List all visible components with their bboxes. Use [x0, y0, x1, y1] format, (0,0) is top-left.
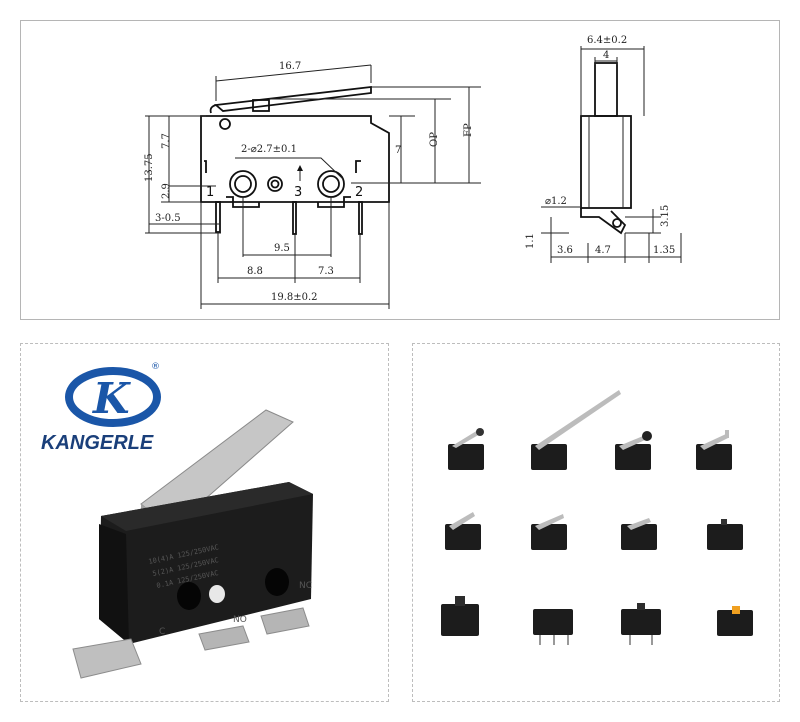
dim-side-bottom [550, 233, 682, 263]
pin-label-1: 1 [206, 185, 214, 200]
variants-grid [441, 390, 753, 645]
arrow-head [297, 165, 303, 171]
terminal-label-nc: NC [299, 581, 312, 591]
variant-extra-long-lever [531, 390, 621, 470]
lever-outline [213, 85, 372, 112]
dim-body-height-label: 7.7 [161, 133, 172, 149]
hole-center-inner [270, 179, 280, 189]
variant-long-lever [448, 428, 484, 470]
photo-hole-left [177, 582, 201, 610]
hole-leader [235, 157, 344, 180]
dim-pin-offset-label: 2.9 [161, 183, 172, 199]
variant-pcb-angled [621, 603, 661, 645]
dim-t135-label: 1.35 [653, 245, 675, 256]
variants-panel [412, 343, 780, 702]
holes-dim: 2-⌀2.7±0.1 [241, 144, 297, 155]
dim-body-height [161, 116, 201, 203]
variant-pcb-straight [533, 609, 573, 645]
dim-dia-label: ⌀1.2 [545, 196, 567, 207]
dim-fp [371, 86, 481, 184]
dimension-drawing: 1 3 2 2-⌀2.7±0.1 16.7 13.75 7.7 2.9 3-0.… [144, 35, 682, 309]
dim-pin-spacing [217, 232, 361, 283]
logo-ring [65, 367, 161, 427]
dim-t36-label: 3.6 [557, 245, 573, 256]
dim-lever-length [215, 64, 372, 101]
hole-left-inner [234, 175, 252, 193]
variant-hinge-lever [621, 518, 657, 550]
dim-overall-height-label: 13.75 [144, 153, 155, 182]
technical-drawing-panel: 1 3 2 2-⌀2.7±0.1 16.7 13.75 7.7 2.9 3-0.… [20, 20, 780, 320]
variant-short-bent-lever [696, 430, 732, 470]
registered-mark: ® [151, 362, 160, 372]
dim-lever-length-label: 16.7 [279, 61, 301, 72]
photo-terminal-nc [260, 607, 310, 635]
dim-t47-label: 4.7 [595, 245, 611, 256]
brand-name: KANGERLE [41, 432, 154, 454]
dim-seven-label: 7 [395, 145, 401, 156]
dim-pitch-outer [242, 197, 332, 257]
dim-thickness-label: 6.4±0.2 [587, 35, 627, 46]
variant-short-lever [445, 512, 481, 550]
dim-t11-label: 1.1 [525, 233, 536, 249]
terminal-label-c: C [159, 627, 165, 637]
dim-fp-label: FP [463, 123, 474, 137]
product-photo-panel: K ® KANGERLE 10(4)A 125/250VAC 5(2)A 125… [20, 343, 389, 702]
variant-button-plunger [441, 596, 479, 636]
side-view-pin-circle [612, 218, 622, 228]
dim-t11 [541, 217, 569, 245]
dim-total-width-label: 19.8±0.2 [271, 292, 318, 303]
dim-op-label: OP [429, 132, 440, 147]
dim-inner [594, 57, 618, 65]
hole-left-outer [229, 170, 257, 198]
pin-1-terminal [215, 201, 221, 233]
dim-total-width [200, 202, 390, 309]
dim-tab-width-label: 3-0.5 [155, 213, 181, 224]
variant-pin-plunger [707, 519, 743, 550]
pin-2-terminal [358, 201, 363, 235]
dim-pin-a-label: 8.8 [247, 266, 263, 277]
dim-inner-label: 4 [603, 50, 609, 61]
hole-center-outer [267, 176, 283, 192]
inner-bracket [204, 160, 361, 173]
photo-terminal-c [72, 638, 142, 679]
terminal-label-no: NO [233, 615, 247, 625]
dim-tab-h [625, 209, 661, 234]
photo-terminal-no [198, 625, 250, 651]
mount-hole-top [219, 118, 231, 130]
hole-right-inner [322, 175, 340, 193]
dim-pitch-outer-label: 9.5 [274, 243, 290, 254]
variant-medium-lever [531, 514, 567, 550]
dim-thickness [580, 46, 645, 116]
pin-bracket-left [226, 196, 260, 208]
dim-op [269, 98, 451, 184]
hole-right-outer [317, 170, 345, 198]
dim-seven [351, 115, 415, 184]
photo-hole-right [265, 568, 289, 596]
side-view-terminal [580, 208, 627, 235]
product-illustration: K ® KANGERLE 10(4)A 125/250VAC 5(2)A 125… [41, 362, 313, 679]
pin-label-3: 3 [294, 185, 302, 200]
logo-initial: K [92, 374, 131, 423]
pin-label-2: 2 [355, 185, 363, 200]
photo-body-top [101, 482, 313, 531]
pin-3-terminal [292, 201, 297, 235]
photo-hole-center [209, 585, 225, 603]
lever-hinge [209, 104, 217, 114]
photo-body-side [99, 524, 129, 644]
side-view-lever [594, 62, 618, 117]
side-view-inner-lines [588, 116, 624, 208]
variant-orange-plunger [717, 606, 753, 636]
dim-overall-height [145, 115, 221, 234]
variant-roller-lever [615, 431, 652, 470]
dim-pin-b-label: 7.3 [318, 266, 334, 277]
dim-tab-h-label: 3.15 [660, 205, 671, 227]
pin-bracket-right [317, 196, 351, 208]
kangerle-logo: K ® [65, 362, 161, 427]
plunger-outline [252, 99, 270, 112]
